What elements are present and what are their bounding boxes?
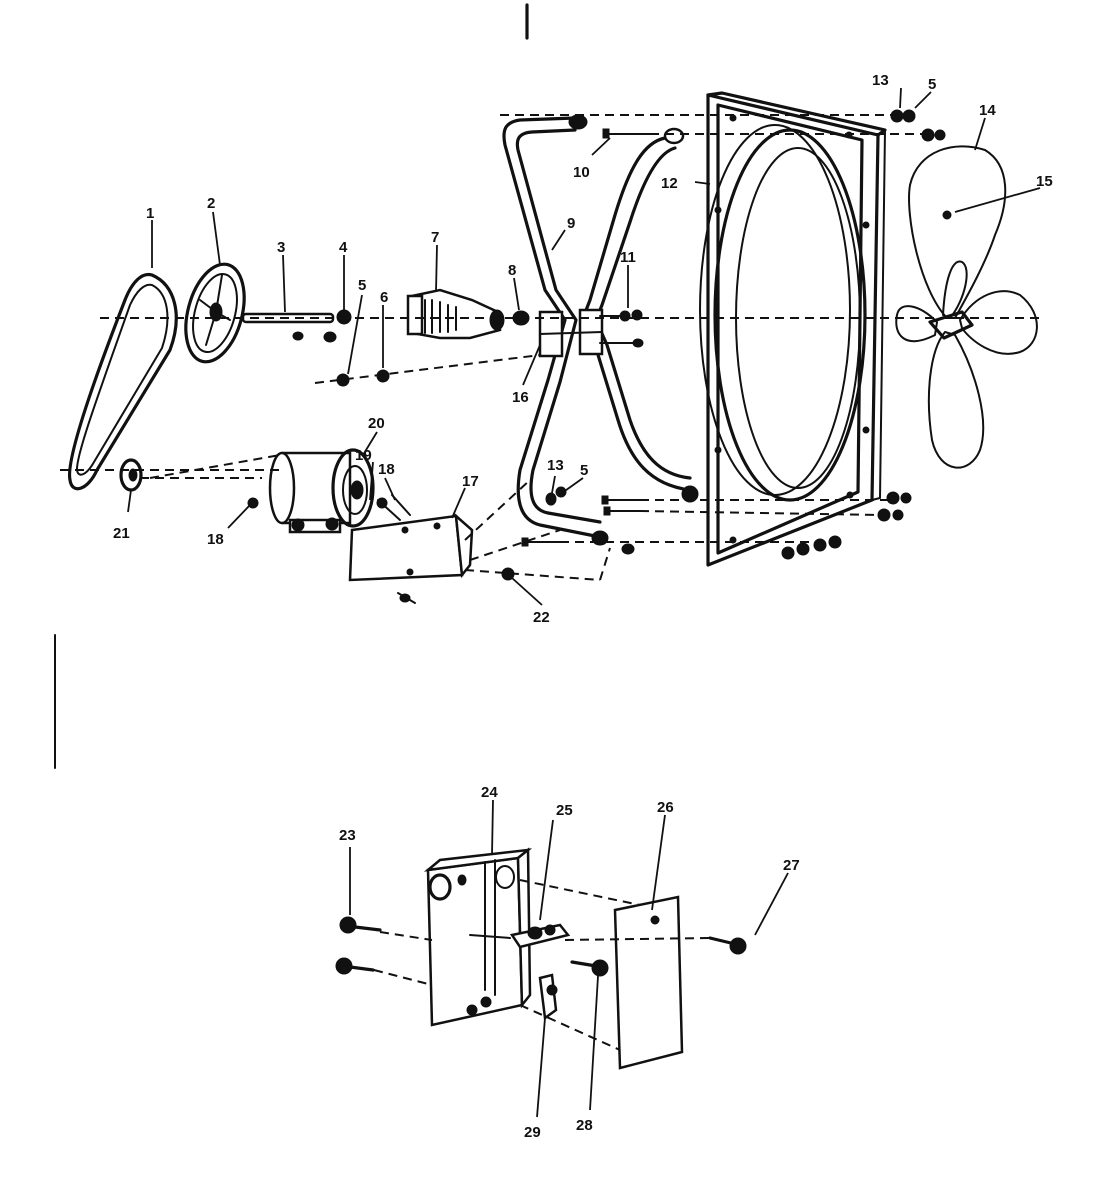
callout-5: 5 bbox=[358, 277, 366, 294]
callout-17: 17 bbox=[462, 473, 479, 490]
callout-labels: 1 2 3 4 5 6 7 8 9 10 11 12 13 5 14 15 16… bbox=[113, 72, 1053, 1141]
leader-lines bbox=[127, 87, 1041, 1118]
part-25-switch bbox=[469, 923, 571, 949]
callout-14: 14 bbox=[979, 102, 996, 119]
callout-9: 9 bbox=[567, 215, 575, 232]
part-11-bolts bbox=[599, 309, 644, 348]
callout-4: 4 bbox=[339, 239, 348, 256]
part-21-motor-pulley bbox=[119, 458, 143, 492]
callout-1: 1 bbox=[146, 205, 154, 222]
callout-18-left: 18 bbox=[207, 531, 224, 548]
housing-hardware bbox=[521, 109, 946, 560]
callout-26: 26 bbox=[657, 799, 674, 816]
lower-alignment-lines bbox=[373, 879, 711, 1051]
part-17-motor-plate bbox=[348, 512, 474, 604]
part-28-screw bbox=[570, 959, 609, 977]
part-26-cover-plate bbox=[613, 895, 684, 1070]
callout-27: 27 bbox=[783, 857, 800, 874]
part-12-housing bbox=[699, 91, 887, 567]
callout-21: 21 bbox=[113, 525, 130, 542]
callout-12: 12 bbox=[661, 175, 678, 192]
callout-10: 10 bbox=[573, 164, 590, 181]
callout-25: 25 bbox=[556, 802, 573, 819]
callout-13-lower: 13 bbox=[547, 457, 564, 474]
part-7-bearing-housing bbox=[406, 288, 505, 340]
part-14-fan-blade bbox=[895, 145, 1038, 469]
callout-20: 20 bbox=[368, 415, 385, 432]
frame-foot-hardware bbox=[545, 486, 567, 506]
callout-28: 28 bbox=[576, 1117, 593, 1134]
callout-22: 22 bbox=[533, 609, 550, 626]
part-1-belt bbox=[67, 272, 178, 491]
callout-18-right: 18 bbox=[378, 461, 395, 478]
callout-3: 3 bbox=[277, 239, 285, 256]
callout-5-top: 5 bbox=[928, 76, 936, 93]
part-2-pulley bbox=[184, 262, 246, 364]
callout-2: 2 bbox=[207, 195, 215, 212]
callout-29: 29 bbox=[524, 1124, 541, 1141]
callout-8: 8 bbox=[508, 262, 516, 279]
part-10-bolt bbox=[602, 128, 651, 139]
part-27-screw bbox=[708, 936, 747, 955]
callout-15: 15 bbox=[1036, 173, 1053, 190]
callout-5-lower: 5 bbox=[580, 462, 588, 479]
part-23-screws bbox=[335, 916, 382, 975]
part-16-bracket bbox=[538, 308, 604, 358]
callout-23: 23 bbox=[339, 827, 356, 844]
callout-6: 6 bbox=[380, 289, 388, 306]
part-29-clamp bbox=[538, 973, 558, 1021]
alignment-lines bbox=[60, 114, 1040, 581]
callout-19: 19 bbox=[355, 447, 372, 464]
callout-11: 11 bbox=[620, 249, 636, 266]
callout-24: 24 bbox=[481, 784, 498, 801]
callout-7: 7 bbox=[431, 229, 439, 246]
callout-13: 13 bbox=[872, 72, 889, 89]
callout-16: 16 bbox=[512, 389, 529, 406]
